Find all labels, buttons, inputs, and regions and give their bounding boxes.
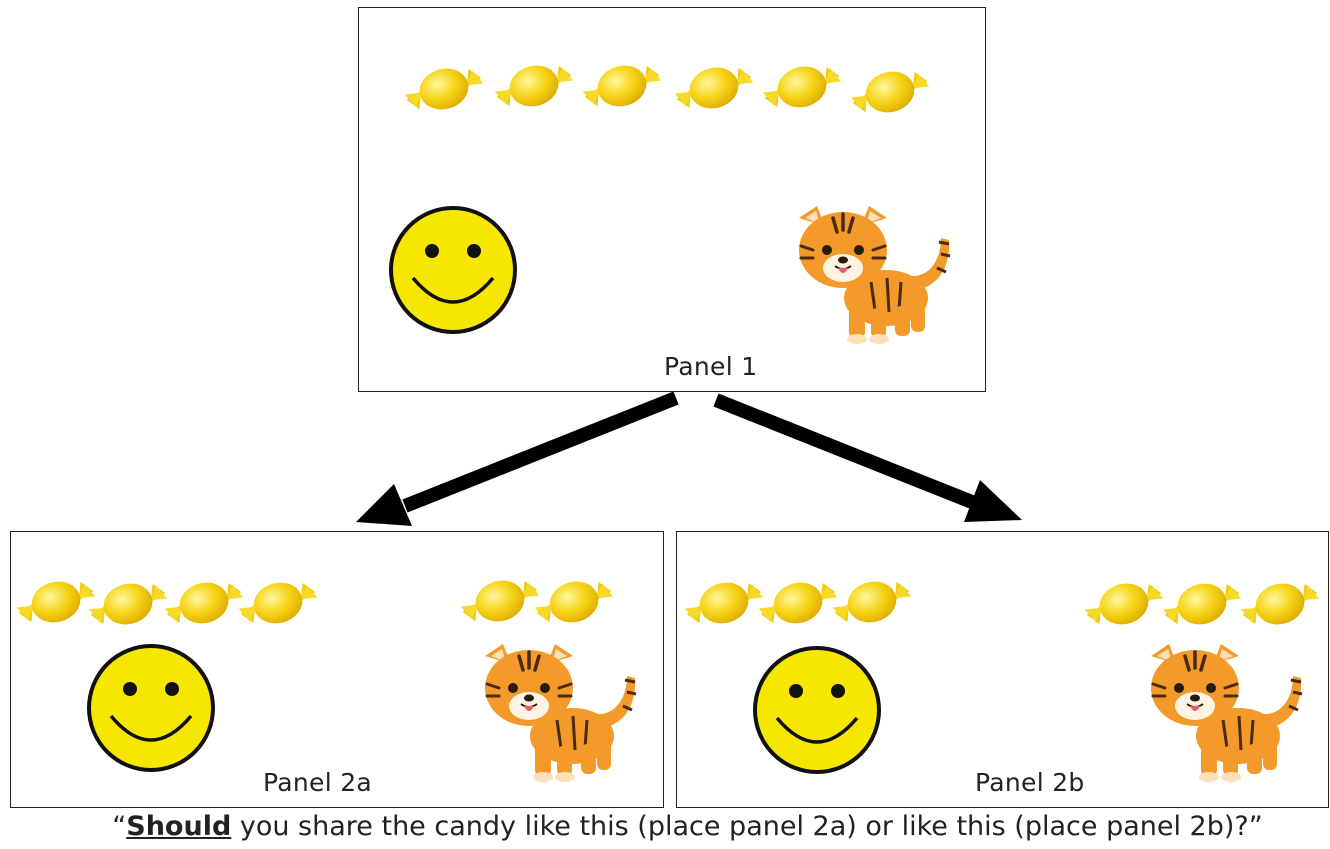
smiley-face-icon <box>751 644 883 776</box>
candy-icon <box>1083 578 1165 630</box>
candy-icon <box>1161 578 1243 630</box>
panel-1: Panel 1 <box>358 7 986 392</box>
candy-icon <box>831 576 913 628</box>
candy-icon <box>761 61 843 113</box>
candy-icon <box>237 577 319 629</box>
tiger-icon <box>1143 636 1313 786</box>
arrow-icon <box>713 393 1022 522</box>
candy-icon <box>533 576 615 628</box>
candy-icon <box>459 575 541 627</box>
candy-icon <box>683 577 765 629</box>
panel-label: Panel 1 <box>664 352 758 381</box>
candy-icon <box>849 66 931 118</box>
candy-icon <box>15 576 97 628</box>
candy-icon <box>87 578 169 630</box>
tiger-icon <box>791 198 961 348</box>
candy-icon <box>1239 578 1321 630</box>
panel-2a: Panel 2a <box>10 531 664 808</box>
tiger-icon <box>477 636 647 786</box>
smiley-face-icon <box>387 204 519 336</box>
panel-2b: Panel 2b <box>676 531 1329 808</box>
question-emphasis: Should <box>126 811 232 842</box>
arrow-icon <box>356 391 679 526</box>
panel-label: Panel 2b <box>975 768 1085 797</box>
candy-icon <box>403 63 485 115</box>
candy-icon <box>163 577 245 629</box>
smiley-face-icon <box>85 642 217 774</box>
question-rest: you share the candy like this (place pan… <box>231 811 1263 842</box>
candy-icon <box>757 577 839 629</box>
candy-icon <box>493 60 575 112</box>
panel-label: Panel 2a <box>263 768 373 797</box>
question-text: “Should you share the candy like this (p… <box>0 811 1330 842</box>
open-quote: “ <box>112 811 127 842</box>
candy-icon <box>581 60 663 112</box>
candy-icon <box>673 62 755 114</box>
